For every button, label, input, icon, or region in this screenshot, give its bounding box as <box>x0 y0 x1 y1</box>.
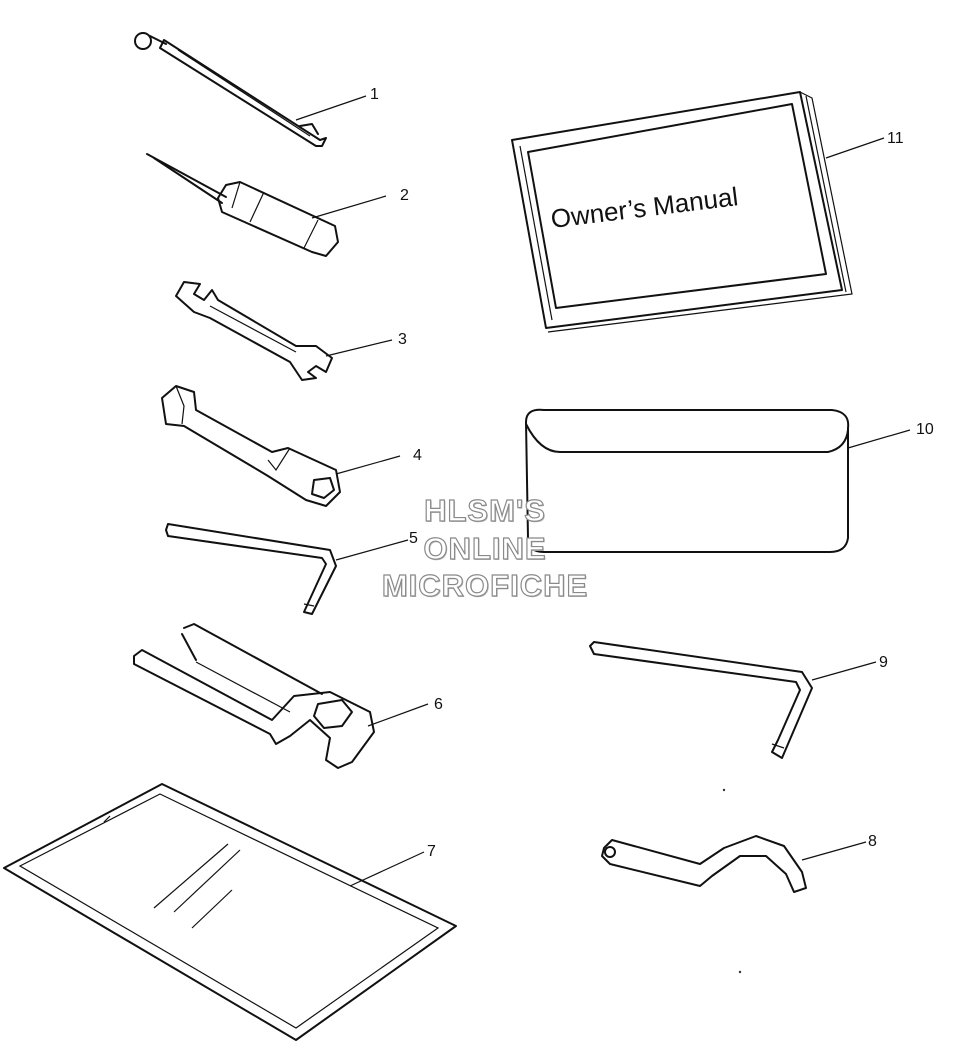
spanner-wrench <box>601 835 807 893</box>
callout-9: 9 <box>879 654 888 671</box>
socket-wrench <box>161 385 341 507</box>
large-hex-key <box>589 641 813 759</box>
callout-11: 11 <box>887 130 904 147</box>
callout-4: 4 <box>413 447 422 464</box>
callout-6: 6 <box>434 696 443 713</box>
watermark-line-2: ONLINE <box>423 530 547 566</box>
plug-wrench-handle <box>133 623 375 769</box>
callout-8: 8 <box>868 833 877 850</box>
manual-cover-title: Owner’s Manual <box>549 181 740 234</box>
owners-manual: Owner’s Manual <box>511 91 853 333</box>
watermark-line-3: MICROFICHE <box>381 567 589 603</box>
small-hex-key <box>165 523 337 615</box>
callout-2: 2 <box>400 187 409 204</box>
screwdriver <box>146 153 339 257</box>
open-end-wrench <box>175 281 333 381</box>
callout-7: 7 <box>427 843 436 860</box>
watermark-line-1: HLSM'S <box>423 492 546 528</box>
callout-10: 10 <box>916 421 934 438</box>
tool-pouch <box>525 408 850 553</box>
callout-5: 5 <box>409 530 418 547</box>
scan-speck <box>738 970 742 974</box>
callout-numbers: 1 2 3 4 5 6 7 8 9 10 11 <box>370 86 934 860</box>
document-bag <box>3 783 457 1041</box>
leader-lines <box>295 95 911 887</box>
tire-gauge <box>134 32 327 147</box>
callout-1: 1 <box>370 86 379 103</box>
callout-3: 3 <box>398 331 407 348</box>
scan-speck <box>722 788 726 792</box>
